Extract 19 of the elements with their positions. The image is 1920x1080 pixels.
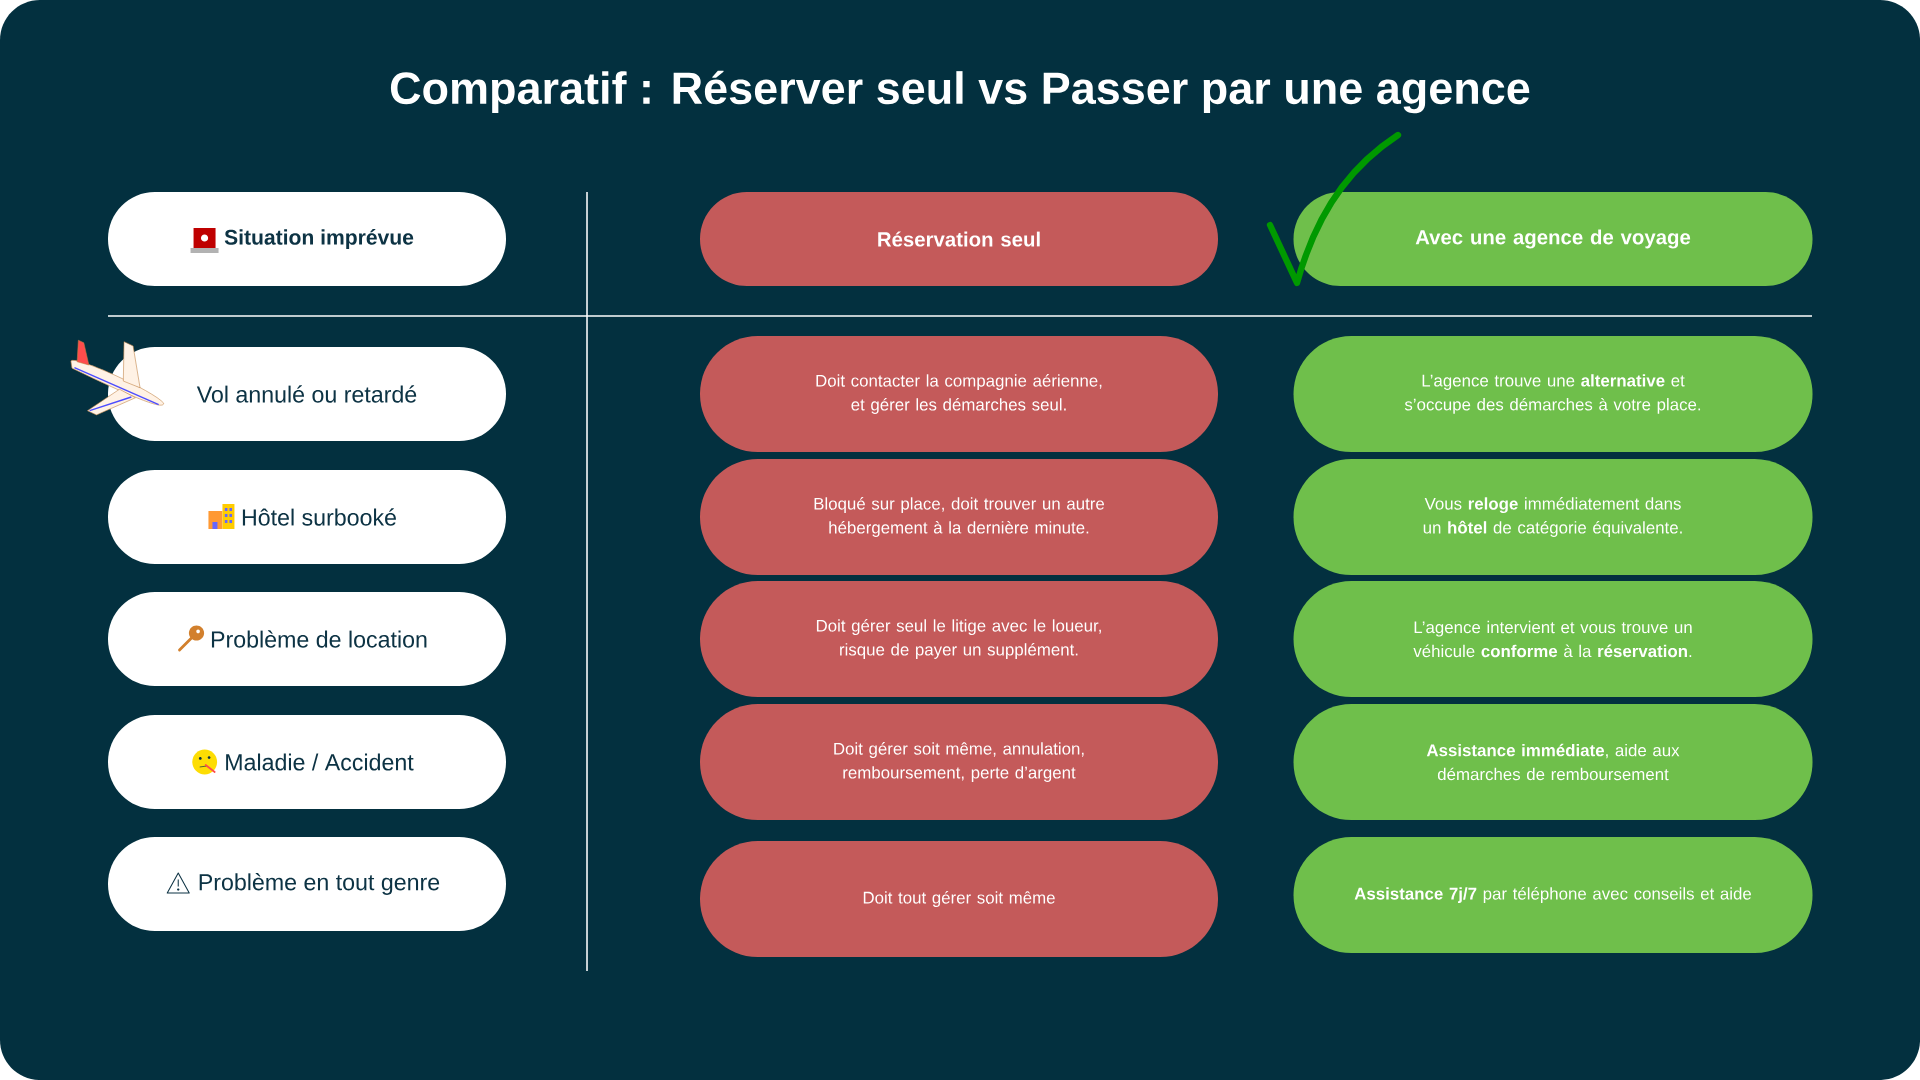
solo-pill: Doit contacter la compagnie aérienne, et gérer les démarches seul. <box>700 336 1218 452</box>
situation-pill: Problème en tout genre <box>108 837 506 931</box>
agency-pill: L’agence trouve une alternative et s’occupe des démarches à votre place. <box>1293 336 1813 452</box>
solo-pill: Doit tout gérer soit même <box>700 841 1218 957</box>
agency-pill: Assistance immédiate, aide aux démarches de remboursement <box>1293 704 1813 820</box>
title: Comparatif : Réserver seul vs Passer par une agence <box>390 70 1530 114</box>
solo-pill: Bloqué sur place, doit trouver un autre hébergement à la dernière minute. <box>700 459 1218 575</box>
agency-pill: Avec une agence de voyage <box>1293 192 1813 286</box>
situation-pill: Situation imprévue <box>108 192 506 286</box>
agency-pill: Assistance 7j/7 par téléphone avec conseils et aide <box>1293 837 1813 953</box>
agency-pill: L’agence intervient et vous trouve un véhicule conforme à la réservation. <box>1293 581 1813 697</box>
situation-pill: Problème de location <box>108 592 506 686</box>
solo-pill: Doit gérer soit même, annulation, remboursement, perte d’argent <box>700 704 1218 820</box>
agency-pill: Vous reloge immédiatement dans un hôtel de catégorie équivalente. <box>1293 459 1813 575</box>
situation-pill: Hôtel surbooké <box>108 470 506 564</box>
situation-pill: Vol annulé ou retardé <box>108 347 506 441</box>
situation-pill: Maladie / Accident <box>108 715 506 809</box>
solo-pill: Doit gérer seul le litige avec le loueur, risque de payer un supplément. <box>700 581 1218 697</box>
solo-pill: Réservation seul <box>700 192 1218 286</box>
